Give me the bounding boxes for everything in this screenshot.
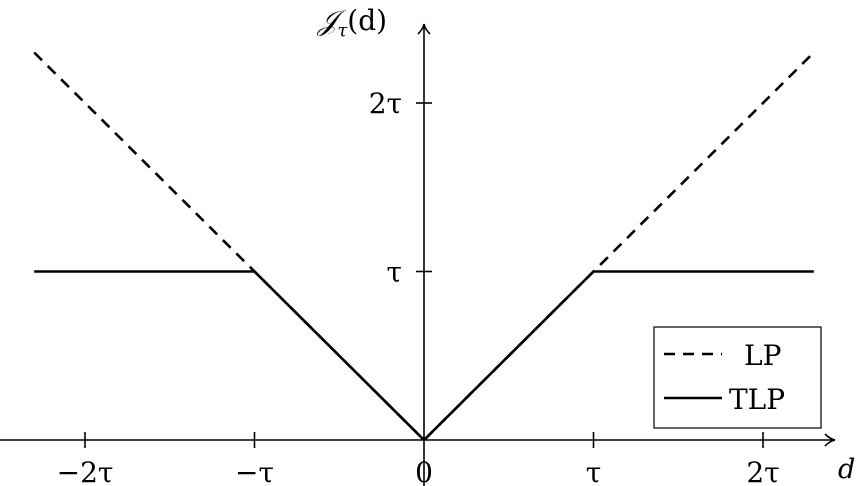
- y-axis-label-args: (d): [347, 4, 387, 37]
- x-tick-label: −2τ: [57, 456, 114, 486]
- y-axis: τ 2τ 𝒥τ(d): [316, 4, 432, 486]
- y-axis-label-subscript: τ: [337, 20, 348, 41]
- x-tick-label: 2τ: [746, 456, 779, 486]
- x-tick-label: τ: [586, 456, 602, 486]
- legend: LP TLP: [653, 326, 822, 429]
- legend-label-tlp: TLP: [729, 383, 785, 416]
- x-tick-label: −τ: [235, 456, 274, 486]
- y-axis-ticks: τ 2τ: [369, 87, 432, 289]
- x-axis-label: d: [838, 454, 855, 485]
- y-axis-label: 𝒥τ(d): [316, 4, 387, 41]
- legend-box: [653, 326, 822, 429]
- legend-label-lp: LP: [744, 339, 781, 372]
- series-lp: [33, 51, 815, 442]
- y-tick-label: 2τ: [369, 87, 402, 120]
- y-tick-label: τ: [387, 256, 403, 289]
